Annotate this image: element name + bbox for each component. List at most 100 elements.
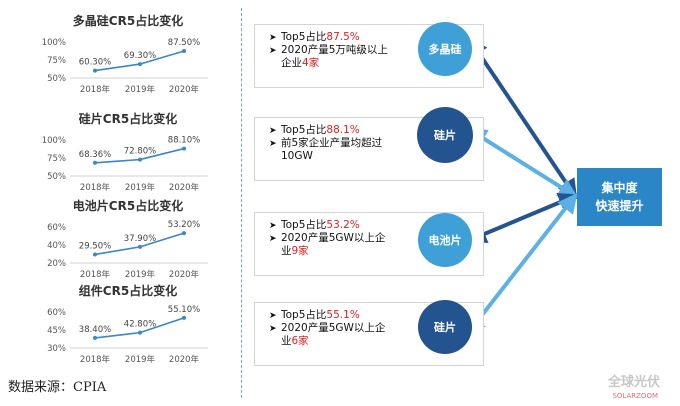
x-tick-label: 2018年	[80, 354, 111, 365]
x-tick-label: 2020年	[169, 84, 200, 95]
data-point	[182, 231, 186, 236]
final-line1: 集中度	[601, 181, 638, 195]
connector-arrow	[466, 127, 579, 199]
concentration-box: 集中度 快速提升	[577, 168, 662, 226]
panel-line: ➤2020产量5万吨级以上	[269, 44, 388, 58]
data-label: 37.90%	[124, 234, 156, 244]
panel-line: ➤ Top5占比55.1%	[269, 309, 360, 323]
line-text: 10GW	[281, 150, 313, 162]
panel-line: 业6家	[281, 335, 309, 348]
chart-title: 组件CR5占比变化	[79, 283, 177, 298]
y-tick-label: 30%	[47, 344, 66, 354]
y-tick-label: 60%	[47, 223, 66, 233]
bullet-arrow-icon: ➤	[269, 33, 277, 43]
data-label: 42.80%	[124, 320, 156, 330]
chart-3: 电池片CR5占比变化 60% 40% 20% 29.50% 2018年 37.90% 2019…	[47, 198, 208, 280]
data-point	[93, 160, 97, 165]
x-tick-label: 2020年	[169, 269, 200, 280]
chart-4: 组件CR5占比变化 60% 45% 30% 38.40% 2018年 42.80% 2019年…	[47, 283, 208, 365]
segment-circle: 多晶硅	[418, 22, 472, 76]
data-point	[138, 330, 142, 335]
source-label: 数据来源：CPIA	[8, 380, 107, 395]
final-line2: 快速提升	[595, 199, 644, 213]
bullet-arrow-icon: ➤	[269, 126, 277, 136]
highlight-text: 55.1%	[326, 309, 360, 321]
y-tick-label: 75%	[47, 154, 66, 164]
x-tick-label: 2019年	[125, 354, 156, 365]
data-label: 87.50%	[168, 38, 200, 48]
data-label: 38.40%	[79, 325, 111, 335]
chart-title: 电池片CR5占比变化	[73, 198, 183, 213]
bullet-arrow-icon: ➤	[269, 311, 277, 321]
data-label: 55.10%	[168, 305, 200, 315]
line-text: 业	[281, 335, 292, 347]
highlight-text: 9家	[291, 245, 309, 257]
bullet-arrow-icon: ➤	[269, 324, 277, 334]
line-text: 前5家企业产量均超过	[281, 137, 383, 149]
x-tick-label: 2019年	[125, 84, 156, 95]
panel-line: 10GW	[281, 150, 313, 163]
line-text: 企业	[281, 57, 302, 69]
data-point	[182, 146, 186, 151]
chart-title: 硅片CR5占比变化	[79, 111, 177, 126]
panel-line: 业9家	[281, 245, 309, 258]
divider-line	[241, 8, 242, 398]
bullet-arrow-icon: ➤	[269, 221, 277, 231]
chart-1: 多晶硅CR5占比变化100%75%50%60.30%2018年69.30%201…	[42, 13, 208, 95]
y-tick-label: 100%	[42, 136, 66, 146]
highlight-text: 4家	[302, 57, 320, 69]
connector-arrow	[467, 36, 578, 200]
panel-line: ➤ 前5家企业产量均超过	[269, 137, 382, 151]
watermark-sub: SOLARZOOM	[612, 392, 658, 400]
data-point	[138, 244, 142, 249]
line-text: Top5占比	[281, 219, 327, 231]
y-tick-label: 20%	[47, 259, 66, 269]
panel-line: ➤Top5占比87.5%	[269, 31, 360, 45]
data-point	[182, 49, 186, 53]
watermark: 全球光伏	[607, 375, 660, 390]
segment-circle: 硅片	[417, 107, 473, 163]
data-label: 53.20%	[168, 220, 200, 230]
x-tick-label: 2018年	[80, 84, 111, 95]
data-label: 29.50%	[79, 241, 111, 251]
x-tick-label: 2019年	[125, 182, 156, 193]
panel-line: 企业4家	[281, 57, 319, 70]
y-tick-label: 75%	[47, 56, 66, 66]
data-point	[93, 335, 97, 340]
highlight-text: 87.5%	[326, 31, 360, 43]
segment-circle: 电池片	[418, 213, 472, 267]
highlight-text: 53.2%	[326, 219, 360, 231]
line-text: 2020产量5GW以上企	[281, 322, 386, 334]
data-label: 72.80%	[124, 147, 156, 157]
bullet-arrow-icon: ➤	[269, 139, 277, 149]
connector-arrow	[465, 192, 578, 337]
data-label: 60.30%	[79, 58, 111, 68]
x-tick-label: 2019年	[125, 269, 156, 280]
left-charts: 多晶硅CR5占比变化100%75%50%60.30%2018年69.30%201…	[8, 13, 208, 395]
data-label: 69.30%	[124, 51, 156, 61]
chart-2: 硅片CR5占比变化100%75%50%68.36%2018年72.80%2019…	[42, 111, 208, 193]
line-text: Top5占比	[281, 309, 327, 321]
data-point	[93, 68, 97, 73]
chart-title: 多晶硅CR5占比变化	[73, 13, 183, 28]
data-label: 68.36%	[79, 150, 111, 160]
y-tick-label: 40%	[47, 241, 66, 251]
x-tick-label: 2018年	[80, 269, 111, 280]
x-tick-label: 2020年	[169, 354, 200, 365]
data-point	[182, 315, 186, 320]
line-text: 2020产量5万吨级以上	[281, 44, 388, 56]
y-tick-label: 100%	[42, 38, 66, 48]
panel-line: ➤ 2020产量5GW以上企	[269, 322, 385, 336]
x-tick-label: 2020年	[169, 182, 200, 193]
highlight-text: 88.1%	[326, 124, 360, 136]
data-point	[93, 252, 97, 257]
y-tick-label: 45%	[47, 326, 66, 336]
y-tick-label: 60%	[47, 308, 66, 318]
highlight-text: 6家	[291, 335, 309, 347]
segment-circle: 硅片	[418, 300, 472, 354]
line-text: 业	[281, 245, 292, 257]
x-tick-label: 2018年	[80, 182, 111, 193]
line-text: 2020产量5GW以上企	[281, 232, 386, 244]
panel-line: ➤ Top5占比53.2%	[269, 219, 360, 233]
